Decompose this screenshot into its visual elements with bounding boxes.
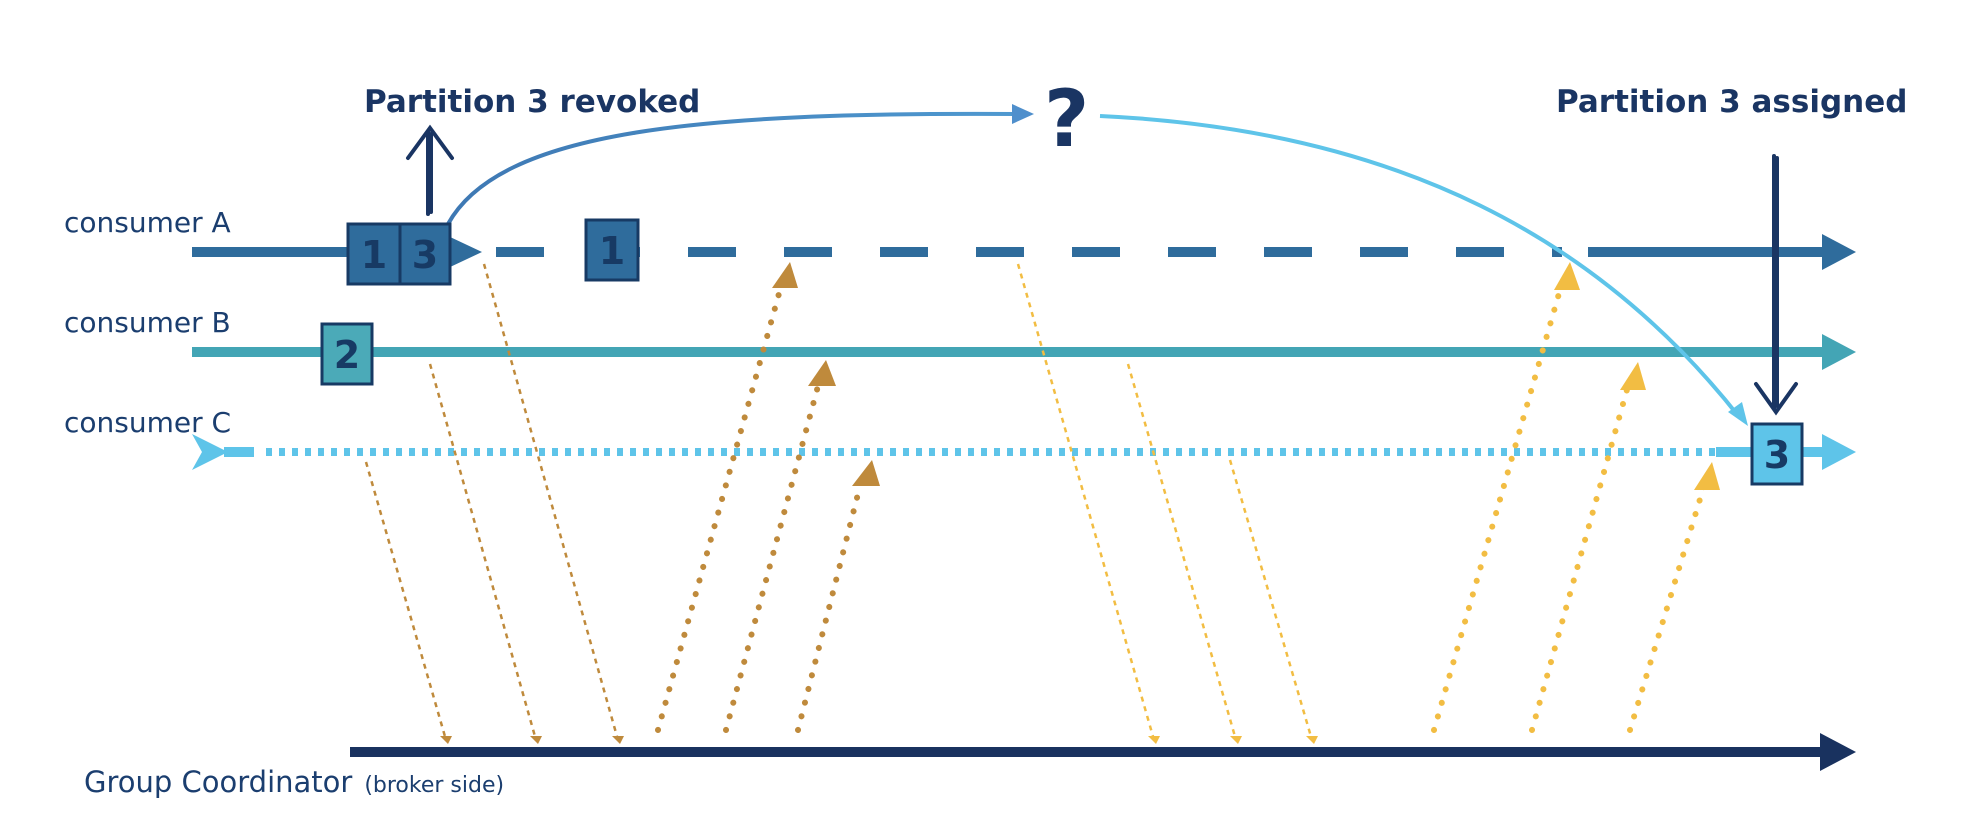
coordinator-timeline — [350, 733, 1856, 771]
heartbeats-brown-up-heads — [772, 262, 880, 486]
svg-text:3: 3 — [1764, 433, 1790, 477]
heartbeats-yellow-up-heads — [1554, 262, 1720, 490]
consumer-a-label: consumer A — [64, 206, 231, 239]
revoke-curve — [446, 111, 1019, 225]
svg-text:1: 1 — [361, 233, 387, 277]
assign-arrow — [1754, 154, 1798, 416]
svg-text:2: 2 — [334, 333, 360, 377]
heartbeats-yellow-up — [1431, 287, 1707, 733]
revoke-curve-arrowhead — [1012, 104, 1034, 124]
coordinator-arrowhead — [1820, 733, 1856, 771]
heartbeats-brown-down-heads — [440, 736, 624, 744]
consumer-b-arrowhead — [1822, 334, 1856, 370]
consumer-c-label: consumer C — [64, 406, 231, 439]
consumer-a-arrowhead — [1822, 234, 1856, 270]
partition-box-c-3: 3 — [1750, 422, 1804, 486]
revoke-arrow — [406, 124, 454, 216]
svg-text:1: 1 — [599, 229, 625, 273]
partition-box-b-2: 2 — [320, 322, 374, 386]
heartbeats-yellow-down-heads — [1148, 736, 1318, 744]
unknown-owner-mark: ? — [1044, 75, 1089, 165]
consumer-c-start-arrow — [192, 434, 228, 470]
partition-box-a-3: 3 — [398, 222, 452, 286]
partition-box-a-1: 1 — [346, 222, 402, 286]
svg-text:3: 3 — [412, 233, 438, 277]
coordinator-label: Group Coordinator (broker side) — [84, 765, 504, 799]
assign-curve — [1099, 114, 1742, 420]
consumer-b-timeline — [192, 334, 1856, 370]
heartbeats-brown-up — [655, 287, 863, 733]
assign-curve-arrowhead — [1728, 402, 1748, 426]
partition-box-a-1-after: 1 — [584, 218, 640, 282]
revoked-label: Partition 3 revoked — [364, 84, 700, 120]
heartbeats-yellow-down — [1016, 263, 1314, 741]
consumer-a-timeline — [192, 234, 1856, 270]
assigned-label: Partition 3 assigned — [1556, 84, 1907, 120]
heartbeats-brown-down — [364, 263, 620, 741]
consumer-c-timeline — [192, 434, 1856, 470]
consumer-c-arrowhead — [1822, 434, 1856, 470]
consumer-a-arrowhead-small — [448, 236, 482, 268]
consumer-b-label: consumer B — [64, 306, 231, 339]
